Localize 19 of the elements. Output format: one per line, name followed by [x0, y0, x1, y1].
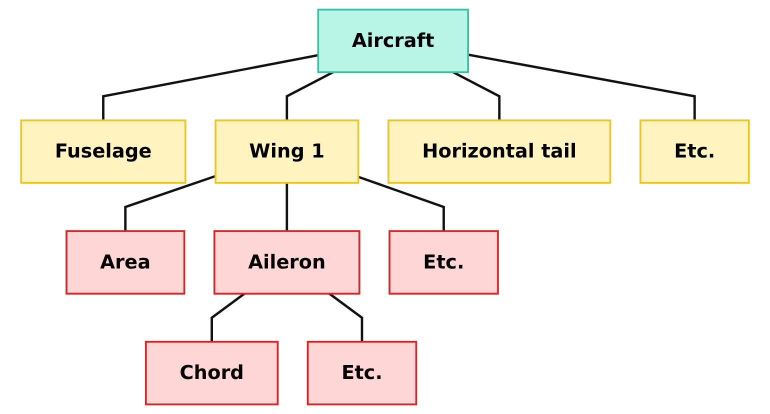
connector [286, 71, 334, 120]
node-box: Etc. [306, 340, 418, 406]
node-box: Aileron [214, 230, 360, 295]
connector [328, 292, 364, 342]
node-box: Etc. [388, 230, 499, 295]
node-box: Chord [145, 340, 279, 406]
connector [286, 182, 288, 232]
connector [124, 174, 216, 232]
connector [452, 71, 501, 120]
node-box: Wing 1 [214, 119, 360, 184]
node-box: Area [66, 230, 186, 295]
node-box: Aircraft [317, 8, 469, 74]
node-box: Fuselage [20, 119, 186, 184]
connector [210, 292, 246, 342]
connector [468, 54, 696, 120]
node-box: Etc. [639, 119, 750, 184]
connector [358, 176, 445, 232]
node-box: Horizontal tail [388, 119, 612, 184]
connector [102, 54, 318, 120]
